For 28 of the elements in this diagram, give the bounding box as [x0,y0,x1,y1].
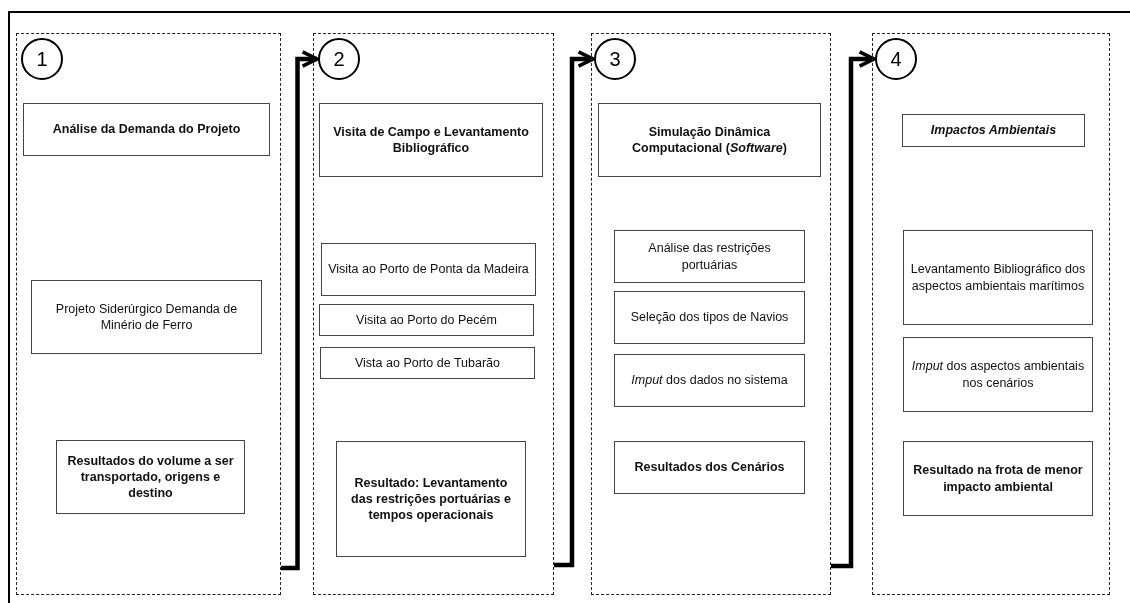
process-box: Vista ao Porto de Tubarão [320,347,535,379]
arrow [554,50,595,568]
process-box: Seleção dos tipos de Navios [614,291,805,344]
process-box: Análise da Demanda do Projeto [23,103,270,156]
process-box: Resultados dos Cenários [614,441,805,494]
process-box: Impactos Ambientais [902,114,1085,147]
process-box: Imput dos aspectos ambientais nos cenários [903,337,1093,412]
arrow [831,50,876,569]
process-box: Visita de Campo e Levantamento Bibliográfico [319,103,543,177]
process-box: Projeto Siderúrgico Demanda de Minério de Ferro [31,280,262,354]
step-number: 4 [875,38,917,80]
process-box: Resultados do volume a ser transportado, origens e destino [56,440,245,514]
process-box: Análise das restrições portuárias [614,230,805,283]
step-panel [872,33,1110,595]
process-box: Visita ao Porto do Pecém [319,304,534,336]
process-box: Resultado: Levantamento das restrições portuárias e tempos operacionais [336,441,526,557]
process-box: Resultado na frota de menor impacto ambiental [903,441,1093,516]
step-number: 2 [318,38,360,80]
step-panel [16,33,281,595]
process-box: Imput dos dados no sistema [614,354,805,407]
process-box: Visita ao Porto de Ponta da Madeira [321,243,536,296]
step-number: 1 [21,38,63,80]
step-panel [591,33,831,595]
arrow [281,50,319,571]
step-panel [313,33,554,595]
process-box: Levantamento Bibliográfico dos aspectos ambientais marítimos [903,230,1093,325]
process-box: Simulação Dinâmica Computacional (Software) [598,103,821,177]
step-number: 3 [594,38,636,80]
